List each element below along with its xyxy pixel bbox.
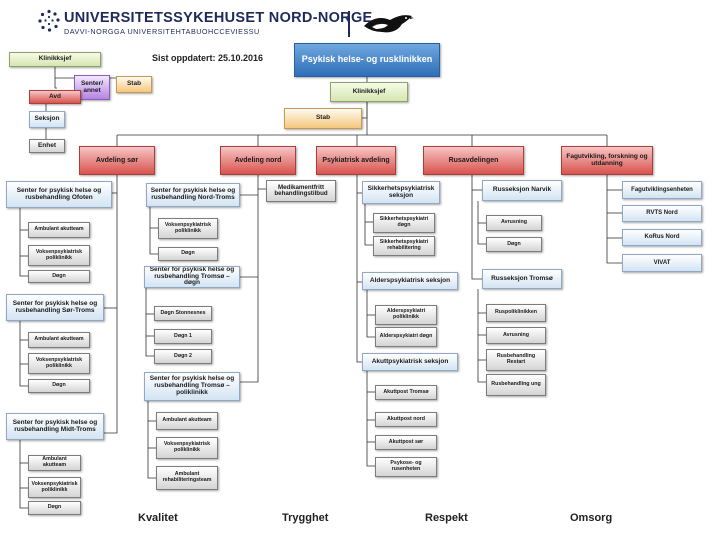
unit: Voksenpsykiatrisk poliklinikk [28,477,81,498]
unit: Avrusning [486,215,542,231]
unit: Voksenpsykiatrisk poliklinikk [28,245,90,266]
unit: Døgn Stonnesnes [154,306,212,321]
section-alder: Alderspsykiatrisk seksjon [362,272,458,290]
unit: Avrusning [486,327,546,344]
org-name-sami: DAVVI-NORGGA UNIVERSITEHTABUOHCCEVIESSU [64,27,260,36]
unit: Døgn [28,270,90,283]
fag-unit: KoRus Nord [622,229,702,246]
unit: Ambulant akutteam [28,222,90,238]
clinic-title: Psykisk helse- og rusklinikken [294,43,440,77]
section-medikamentfritt: Medikamentfritt behandlingstilbud [266,180,336,202]
unit: Alderspsykiatri døgn [375,327,437,347]
fag-unit: Fagutviklingsenheten [622,181,702,199]
unit: Ambulant akutteam [28,455,81,471]
legend-stab: Stab [116,76,152,93]
section-sortroms: Senter for psykisk helse og rusbehandlin… [6,294,104,321]
legend-avd: Avd [29,90,81,104]
value-kvalitet: Kvalitet [138,512,178,524]
unit: Sikkerhetspsykiatri døgn [373,213,435,233]
unit: Rusbehandling ung [486,374,546,396]
dept-psyk: Psykiatrisk avdeling [316,146,396,175]
value-trygghet: Trygghet [282,512,329,524]
klinikksjef: Klinikksjef [330,82,408,102]
unit: Ambulant rehabiliteringsteam [156,466,218,490]
bird-logo [362,10,414,38]
unit: Psykose- og rusenheten [375,457,437,477]
unit: Alderspsykiatri poliklinikk [375,305,437,325]
unit: Døgn [486,237,542,252]
legend-senter: Senter/ annet [74,75,110,100]
section-midttroms: Senter for psykisk helse og rusbehandlin… [6,413,104,440]
unit: Voksenpsykiatrisk poliklinikk [156,437,218,459]
header-divider [348,11,350,37]
logo-dots-icon [38,9,60,32]
unit: Døgn [158,247,218,261]
unit: Ambulant akutteam [28,332,90,348]
section-ofoten: Senter for psykisk helse og rusbehandlin… [6,181,112,208]
unit: Døgn [28,379,90,393]
unit: Akuttpost nord [375,412,437,427]
unit: Akuttpost Tromsø [375,385,437,400]
unit: Døgn 1 [154,329,212,344]
fag-unit: RVTS Nord [622,205,702,222]
unit: Ambulant akutteam [156,412,218,430]
legend-seksjon: Seksjon [29,111,65,128]
section-tromso-dogn: Senter for psykisk helse og rusbehandlin… [144,266,240,288]
value-respekt: Respekt [425,512,468,524]
dept-sor: Avdeling sør [79,146,155,175]
unit: Voksenpsykiatrisk poliklinikk [158,218,218,239]
unit: Akuttpost sør [375,435,437,450]
org-name: UNIVERSITETSSYKEHUSET NORD-NORGE [64,10,373,26]
dept-fag: Fagutvikling, forskning og utdanning [561,146,653,175]
stab: Stab [284,108,362,129]
dept-rus: Rusavdelingen [423,146,524,175]
section-nordtroms: Senter for psykisk helse og rusbehandlin… [146,183,240,207]
section-sikkerhet: Sikkerhetspsykiatrisk seksjon [362,181,440,204]
unit: Ruspoliklinikken [486,304,546,322]
unit: Døgn 2 [154,349,212,364]
logo [37,9,61,33]
section-russeksjon-narvik: Russeksjon Narvik [482,180,562,201]
dept-nord: Avdeling nord [220,146,296,175]
last-updated: Sist oppdatert: 25.10.2016 [152,53,264,63]
unit: Voksenpsykiatrisk poliklinikk [28,353,90,374]
fag-unit: VIVAT [622,254,702,272]
legend-enhet: Enhet [29,139,65,153]
value-omsorg: Omsorg [570,512,613,524]
section-russeksjon-tromso: Russeksjon Tromsø [482,269,562,289]
unit: Rusbehandling Restart [486,349,546,371]
unit: Døgn [28,501,81,515]
section-tromso-poliklinikk: Senter for psykisk helse og rusbehandlin… [144,372,240,401]
bird-icon [364,15,414,33]
unit: Sikkerhetspsykiatri rehabilitering [373,236,435,256]
section-akutt: Akuttpsykiatrisk seksjon [362,353,458,371]
legend-klinikksjef: Klinikksjef [9,52,101,67]
